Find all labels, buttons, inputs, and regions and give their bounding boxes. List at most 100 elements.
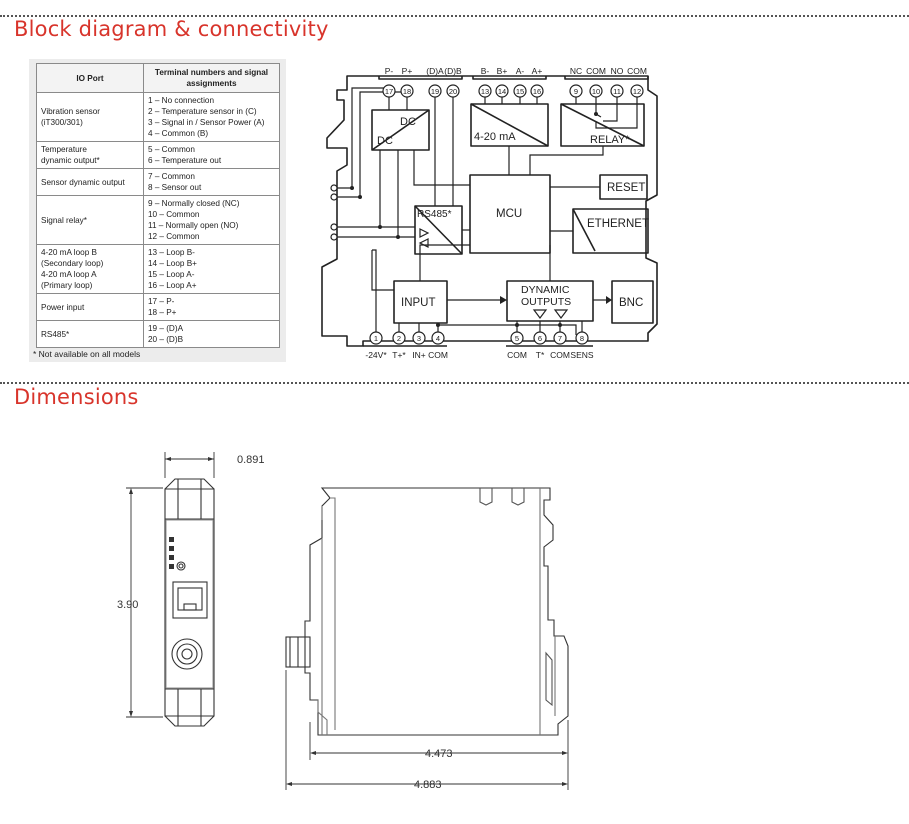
terminal-number: 19 bbox=[431, 87, 439, 96]
terminal-label: B- bbox=[481, 66, 490, 76]
terminal-6 bbox=[533, 331, 547, 345]
terminal-number: 20 bbox=[449, 87, 457, 96]
io-port-text: Sensor dynamic output bbox=[41, 177, 125, 187]
terminal-12 bbox=[630, 84, 644, 98]
table-row: 4-20 mA loop B(Secondary loop)4-20 mA lo… bbox=[36, 244, 280, 294]
terminal-label: T+* bbox=[392, 350, 406, 360]
terminal-label: COM bbox=[627, 66, 647, 76]
terminal-assignment: 18 – P+ bbox=[148, 308, 177, 317]
terminal-assignment: 7 – Common bbox=[148, 172, 195, 181]
terminal-19 bbox=[428, 84, 442, 98]
terminal-label: A+ bbox=[532, 66, 543, 76]
terminal-3 bbox=[412, 331, 426, 345]
terminal-number: 9 bbox=[574, 87, 578, 96]
terminal-frame-top-2 bbox=[472, 76, 547, 80]
front-view-bottom-clip bbox=[164, 715, 215, 727]
terminal-assignment: 8 – Sensor out bbox=[148, 183, 202, 192]
led-2 bbox=[169, 546, 174, 551]
terminal-number: 13 bbox=[481, 87, 489, 96]
terminal-label: (D)B bbox=[444, 66, 462, 76]
top-divider bbox=[0, 15, 909, 17]
terminal-10 bbox=[589, 84, 603, 98]
loop-label: 4-20 mA bbox=[474, 131, 516, 143]
terminal-number: 14 bbox=[498, 87, 506, 96]
led-4 bbox=[169, 564, 174, 569]
front-width-dimension: 0.891 bbox=[237, 454, 265, 466]
terminal-label: COM bbox=[550, 350, 570, 360]
terminal-assignment: 17 – P- bbox=[148, 297, 175, 306]
terminal-assignment: 4 – Common (B) bbox=[148, 129, 209, 138]
terminal-assignment: 14 – Loop B+ bbox=[148, 259, 197, 268]
terminal-assignment: 19 – (D)A bbox=[148, 324, 184, 333]
terminal-cell: 17 – P- 18 – P+ bbox=[143, 293, 280, 321]
rs485-rx-triangle bbox=[418, 238, 429, 248]
io-port-cell: RS485* bbox=[36, 320, 144, 348]
terminal-number: 15 bbox=[516, 87, 524, 96]
terminal-label: COM bbox=[428, 350, 448, 360]
side-terminal-3 bbox=[330, 223, 338, 231]
io-port-table: IO Port Terminal numbers and signal assi… bbox=[36, 63, 280, 348]
terminal-number: 1 bbox=[374, 334, 378, 343]
terminal-number: 2 bbox=[397, 334, 401, 343]
terminal-number: 5 bbox=[515, 334, 519, 343]
terminal-number: 18 bbox=[403, 87, 411, 96]
io-port-text: (iT300/301) bbox=[41, 118, 83, 127]
led-1 bbox=[169, 537, 174, 542]
terminal-number: 6 bbox=[538, 334, 542, 343]
terminal-assignment: 15 – Loop A- bbox=[148, 270, 195, 279]
bnc-connector bbox=[171, 638, 203, 670]
rs485-tx-triangle bbox=[419, 228, 430, 238]
io-port-text: dynamic output* bbox=[41, 156, 100, 165]
reset-button bbox=[176, 561, 186, 571]
terminal-17 bbox=[382, 84, 396, 98]
terminal-number: 16 bbox=[533, 87, 541, 96]
terminal-frame-top-3 bbox=[564, 76, 649, 80]
table-row: Signal relay*9 – Normally closed (NC)10 … bbox=[36, 195, 280, 245]
terminal-label: P- bbox=[385, 66, 394, 76]
terminal-assignment: 6 – Temperature out bbox=[148, 156, 222, 165]
module-housing-outline bbox=[321, 75, 658, 347]
bnc-block bbox=[611, 280, 654, 324]
terminal-14 bbox=[495, 84, 509, 98]
terminal-assignment: 13 – Loop B- bbox=[148, 248, 195, 257]
terminal-label: NC bbox=[570, 66, 582, 76]
height-dimension: 3.90 bbox=[117, 599, 138, 611]
dynamic-outputs-label-2: OUTPUTS bbox=[521, 296, 571, 308]
body-depth-dimension: 4.473 bbox=[425, 748, 453, 760]
terminal-label: B+ bbox=[497, 66, 508, 76]
table-row: Vibration sensor (iT300/301) 1 – No connec… bbox=[36, 92, 280, 142]
input-label: INPUT bbox=[401, 297, 436, 309]
terminal-20 bbox=[446, 84, 460, 98]
terminal-4 bbox=[431, 331, 445, 345]
terminal-11 bbox=[610, 84, 624, 98]
io-port-header: IO Port bbox=[36, 63, 144, 93]
total-depth-dimension: 4.883 bbox=[414, 779, 442, 791]
terminal-assignment: 10 – Common bbox=[148, 210, 200, 219]
io-port-text: RS485* bbox=[41, 329, 70, 339]
terminal-18 bbox=[400, 84, 414, 98]
io-port-text: Vibration sensor bbox=[41, 107, 101, 116]
bnc-label: BNC bbox=[619, 297, 643, 309]
io-table-panel: IO Port Terminal numbers and signal assi… bbox=[29, 59, 286, 362]
io-port-text: Power input bbox=[41, 302, 85, 312]
table-footnote: * Not available on all models bbox=[33, 349, 141, 359]
terminal-16 bbox=[530, 84, 544, 98]
side-terminal-1 bbox=[330, 184, 338, 192]
terminal-number: 17 bbox=[385, 87, 393, 96]
rs485-label: RS485* bbox=[417, 209, 452, 220]
terminal-number: 7 bbox=[558, 334, 562, 343]
terminal-assignment: 1 – No connection bbox=[148, 96, 214, 105]
terminal-label: P+ bbox=[402, 66, 413, 76]
table-row: Power input 17 – P- 18 – P+ bbox=[36, 293, 280, 321]
terminal-number: 3 bbox=[417, 334, 421, 343]
io-port-text: 4-20 mA loop B bbox=[41, 248, 97, 257]
terminal-assignment: 12 – Common bbox=[148, 232, 200, 241]
terminal-5 bbox=[510, 331, 524, 345]
ethernet-port bbox=[172, 581, 208, 619]
